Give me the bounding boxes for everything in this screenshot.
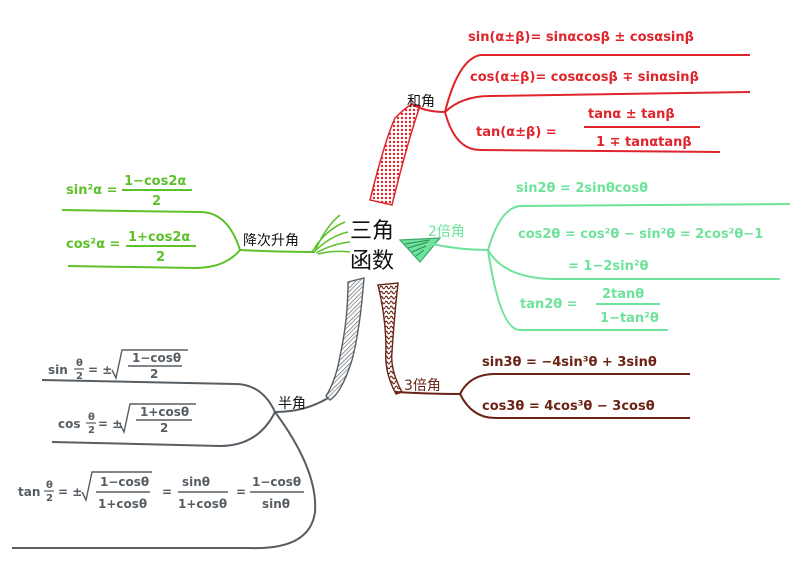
power-f1-num: 1−cos2α xyxy=(124,174,186,189)
half-f3-den: 1+cosθ xyxy=(98,497,147,511)
branch-sum-to-f1 xyxy=(444,54,750,113)
branch-half-to-f2 xyxy=(51,411,276,448)
center-title-line1: 三角 xyxy=(350,219,394,244)
branch-half-angle xyxy=(12,277,365,550)
double-f1: sin2θ = 2sinθcosθ xyxy=(516,181,648,196)
sum-f3-lhs: tan(α±β) = xyxy=(476,125,557,140)
label-half-angle: 半角 xyxy=(278,396,306,412)
branch-half-trunk xyxy=(325,277,365,401)
power-f2-den: 2 xyxy=(156,250,165,265)
branch-power-connector xyxy=(239,249,316,253)
double-f4-lhs: tan2θ = xyxy=(520,297,578,312)
half-f1-num: 1−cosθ xyxy=(132,351,181,365)
power-f2-num: 1+cos2α xyxy=(128,230,190,245)
half-f2-half-num: θ xyxy=(88,412,95,423)
double-f4-num: 2tanθ xyxy=(602,287,644,302)
branch-double-wedge xyxy=(398,237,442,263)
branch-triple-to-f2 xyxy=(459,393,690,419)
half-f1-eq: = ± xyxy=(88,363,112,377)
half-f3-num: 1−cosθ xyxy=(100,475,149,489)
branch-double-to-f2 xyxy=(487,249,780,281)
double-f3: = 1−2sin²θ xyxy=(568,259,649,274)
branch-double-to-f4 xyxy=(487,249,668,331)
half-f2-half-den: 2 xyxy=(88,425,95,436)
half-f3-half-den: 2 xyxy=(46,493,53,504)
half-f2-den: 2 xyxy=(160,421,168,435)
triple-f2: cos3θ = 4cos³θ − 3cosθ xyxy=(482,399,655,414)
triple-f1: sin3θ = −4sin³θ + 3sinθ xyxy=(482,355,657,370)
half-f2-num: 1+cosθ xyxy=(140,405,189,419)
half-f3-num3: 1−cosθ xyxy=(252,475,301,489)
branch-sum-to-f3 xyxy=(444,111,721,153)
sum-f1: sin(α±β)= sinαcosβ ± cosαsinβ xyxy=(468,30,694,45)
branch-power-to-f1 xyxy=(61,209,241,251)
branch-sum-to-f2 xyxy=(444,91,751,113)
half-f3-eq3: = xyxy=(236,485,246,499)
branch-power-reduction xyxy=(61,209,351,270)
half-f2-eq: = ± xyxy=(98,417,122,431)
power-f2-lhs: cos²α = xyxy=(66,237,120,252)
branch-double-to-f1 xyxy=(487,203,791,251)
branch-triple-angle xyxy=(377,282,690,419)
half-f3-num2: sinθ xyxy=(182,475,210,489)
half-f3-half-num: θ xyxy=(46,480,53,491)
sum-f3-den: 1 ∓ tanαtanβ xyxy=(596,135,692,150)
label-triple-angle: 3倍角 xyxy=(404,378,441,394)
branch-triple-trunk xyxy=(377,282,404,395)
sum-f3-num: tanα ± tanβ xyxy=(588,107,675,122)
branch-sum-trunk xyxy=(369,103,421,206)
half-f3-radical xyxy=(81,471,152,503)
branch-power-to-f2 xyxy=(67,249,241,270)
branch-power-fan xyxy=(311,214,351,255)
half-f3-lhs: tan xyxy=(18,485,40,499)
branch-double-wedge-lines xyxy=(404,239,431,257)
label-power-reduction: 降次升角 xyxy=(243,233,299,249)
center-title-line2: 函数 xyxy=(350,249,394,274)
half-f3-eq2: = xyxy=(162,485,172,499)
half-f1-radical xyxy=(111,349,188,381)
center-topic: 三角 函数 xyxy=(350,219,394,274)
power-f1-den: 2 xyxy=(152,194,161,209)
half-f2-radical xyxy=(119,403,196,435)
half-f1-half-num: θ xyxy=(76,358,83,369)
label-double-angle: 2倍角 xyxy=(428,224,465,240)
branch-triple-connector xyxy=(395,391,461,395)
branch-sum-connector xyxy=(411,103,446,113)
double-f2: cos2θ = cos²θ − sin²θ = 2cos²θ−1 xyxy=(518,227,763,242)
half-f1-den: 2 xyxy=(150,367,158,381)
half-f1-lhs: sin xyxy=(48,363,68,377)
half-f3-den2: 1+cosθ xyxy=(178,497,227,511)
double-f4-den: 1−tan²θ xyxy=(600,311,659,326)
power-f1-lhs: sin²α = xyxy=(66,183,118,198)
branch-half-to-f3 xyxy=(12,411,317,550)
branch-double-angle xyxy=(398,203,791,331)
half-f3-den3: sinθ xyxy=(262,497,290,511)
branch-double-connector xyxy=(431,243,489,251)
label-sum-angle: 和角 xyxy=(407,94,435,110)
sum-f2: cos(α±β)= cosαcosβ ∓ sinαsinβ xyxy=(470,70,699,85)
branch-half-connector xyxy=(274,397,329,413)
half-f2-lhs: cos xyxy=(58,417,81,431)
branch-half-to-f1 xyxy=(41,379,276,413)
branch-sum-angle xyxy=(369,54,751,206)
half-f3-eq: = ± xyxy=(58,485,82,499)
half-f1-half-den: 2 xyxy=(76,371,83,382)
branch-triple-to-f1 xyxy=(459,373,690,395)
